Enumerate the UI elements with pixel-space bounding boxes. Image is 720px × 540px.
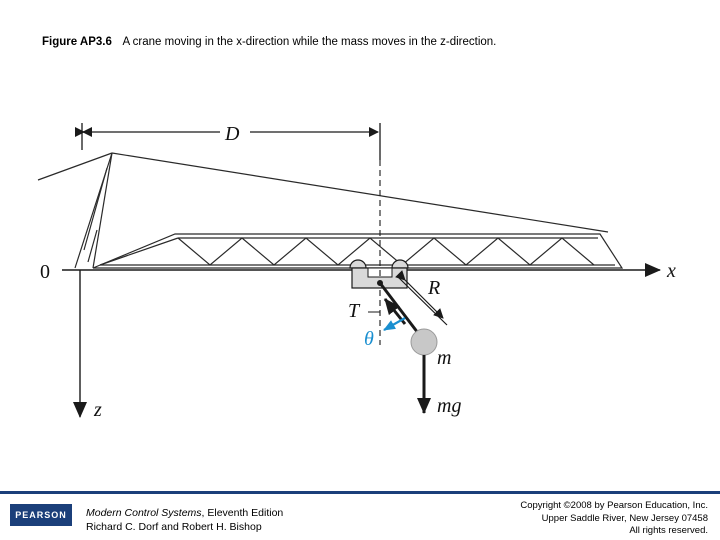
book-edition: , Eleventh Edition <box>201 507 284 519</box>
copyright-line-2: Upper Saddle River, New Jersey 07458 <box>541 512 708 524</box>
copyright-line-3: All rights reserved. <box>629 525 708 536</box>
dimension-d <box>75 123 381 160</box>
label-t: T <box>348 300 361 322</box>
dimension-r <box>395 270 448 326</box>
label-theta: θ <box>364 328 374 350</box>
origin-label: 0 <box>40 261 50 283</box>
book-authors: Richard C. Dorf and Robert H. Bishop <box>86 521 262 533</box>
figure-caption: Figure AP3.6 A crane moving in the x-dir… <box>42 36 496 48</box>
publisher-logo: PEARSON <box>10 504 72 526</box>
label-mg: mg <box>437 395 461 417</box>
mass-ball <box>410 328 438 356</box>
z-axis-label: z <box>93 399 102 421</box>
x-axis-label: x <box>666 260 676 282</box>
label-m: m <box>437 347 451 369</box>
label-r: R <box>427 277 440 299</box>
figure-caption-text: A crane moving in the x-direction while … <box>122 36 497 48</box>
theta-arrow <box>383 317 406 331</box>
crane-diagram: D 0 x z R T θ <box>37 123 676 421</box>
figure-number: Figure AP3.6 <box>42 36 112 48</box>
crane-tower <box>37 152 609 269</box>
book-title: Modern Control Systems <box>86 507 202 519</box>
footer-rule <box>0 491 720 494</box>
dimension-d-left-arrowhead <box>82 127 92 137</box>
book-info: Modern Control Systems, Eleventh Edition… <box>86 506 283 534</box>
copyright-line-1: Copyright ©2008 by Pearson Education, In… <box>520 500 708 511</box>
label-d: D <box>224 123 240 145</box>
copyright-notice: Copyright ©2008 by Pearson Education, In… <box>520 500 708 538</box>
